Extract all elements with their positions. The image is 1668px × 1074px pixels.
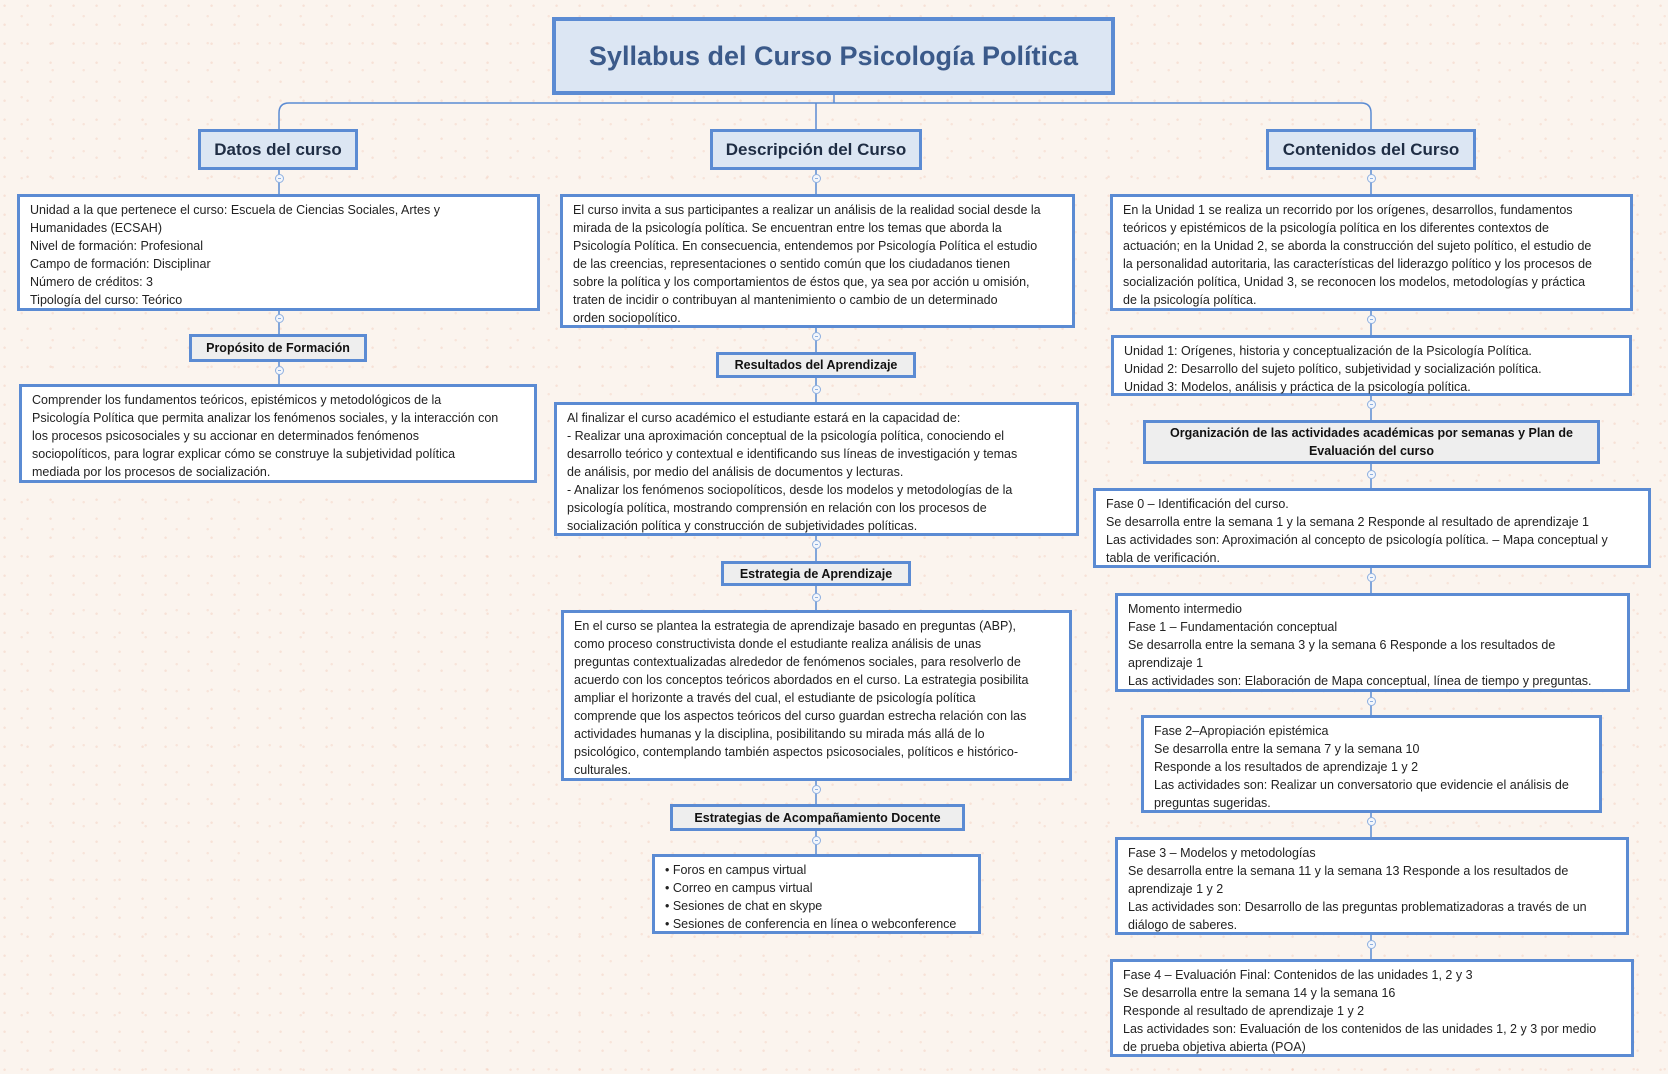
list-item: • Foros en campus virtual [665,863,807,877]
datos-info-box[interactable]: Unidad a la que pertenece el curso: Escu… [17,194,540,311]
collapse-toggle[interactable] [275,366,284,375]
list-item: • Sesiones de chat en skype [665,899,823,913]
proposito-label[interactable]: Propósito de Formación [189,334,367,362]
list-item: • Sesiones de conferencia en línea o web… [665,917,957,931]
collapse-toggle[interactable] [812,593,821,602]
collapse-toggle[interactable] [1367,573,1376,582]
descripcion-text-box[interactable]: El curso invita a sus participantes a re… [560,194,1075,328]
acompanamiento-label[interactable]: Estrategias de Acompañamiento Docente [670,804,965,831]
acompanamiento-list[interactable]: • Foros en campus virtual • Correo en ca… [652,854,981,934]
proposito-text-box[interactable]: Comprender los fundamentos teóricos, epi… [19,384,537,483]
fase-0-box[interactable]: Fase 0 – Identificación del curso. Se de… [1093,488,1651,568]
list-item: • Correo en campus virtual [665,881,813,895]
fase-2-box[interactable]: Fase 2–Apropiación epistémica Se desarro… [1141,715,1602,813]
collapse-toggle[interactable] [1367,315,1376,324]
collapse-toggle[interactable] [812,332,821,341]
resultados-label[interactable]: Resultados del Aprendizaje [716,352,916,378]
central-topic-title[interactable]: Syllabus del Curso Psicología Política [552,17,1115,95]
fase-1-box[interactable]: Momento intermedio Fase 1 – Fundamentaci… [1115,593,1630,692]
collapse-toggle[interactable] [1367,940,1376,949]
collapse-toggle[interactable] [1367,174,1376,183]
topic-datos-del-curso[interactable]: Datos del curso [198,129,358,170]
collapse-toggle[interactable] [812,540,821,549]
resultados-text-box[interactable]: Al finalizar el curso académico el estud… [554,402,1079,536]
topic-contenidos-del-curso[interactable]: Contenidos del Curso [1266,129,1476,170]
fase-3-box[interactable]: Fase 3 – Modelos y metodologías Se desar… [1115,837,1629,935]
collapse-toggle[interactable] [812,385,821,394]
collapse-toggle[interactable] [275,314,284,323]
collapse-toggle[interactable] [275,174,284,183]
topic-descripcion-del-curso[interactable]: Descripción del Curso [710,129,922,170]
collapse-toggle[interactable] [1367,697,1376,706]
collapse-toggle[interactable] [812,785,821,794]
collapse-toggle[interactable] [1367,817,1376,826]
collapse-toggle[interactable] [1367,470,1376,479]
organizacion-label[interactable]: Organización de las actividades académic… [1143,420,1600,464]
estrategia-text-box[interactable]: En el curso se plantea la estrategia de … [561,610,1072,781]
collapse-toggle[interactable] [812,174,821,183]
fase-4-box[interactable]: Fase 4 – Evaluación Final: Contenidos de… [1110,959,1634,1057]
collapse-toggle[interactable] [812,836,821,845]
unidades-box[interactable]: Unidad 1: Orígenes, historia y conceptua… [1111,335,1632,396]
collapse-toggle[interactable] [1367,400,1376,409]
contenidos-text-box[interactable]: En la Unidad 1 se realiza un recorrido p… [1110,194,1633,311]
estrategia-label[interactable]: Estrategia de Aprendizaje [721,561,911,586]
